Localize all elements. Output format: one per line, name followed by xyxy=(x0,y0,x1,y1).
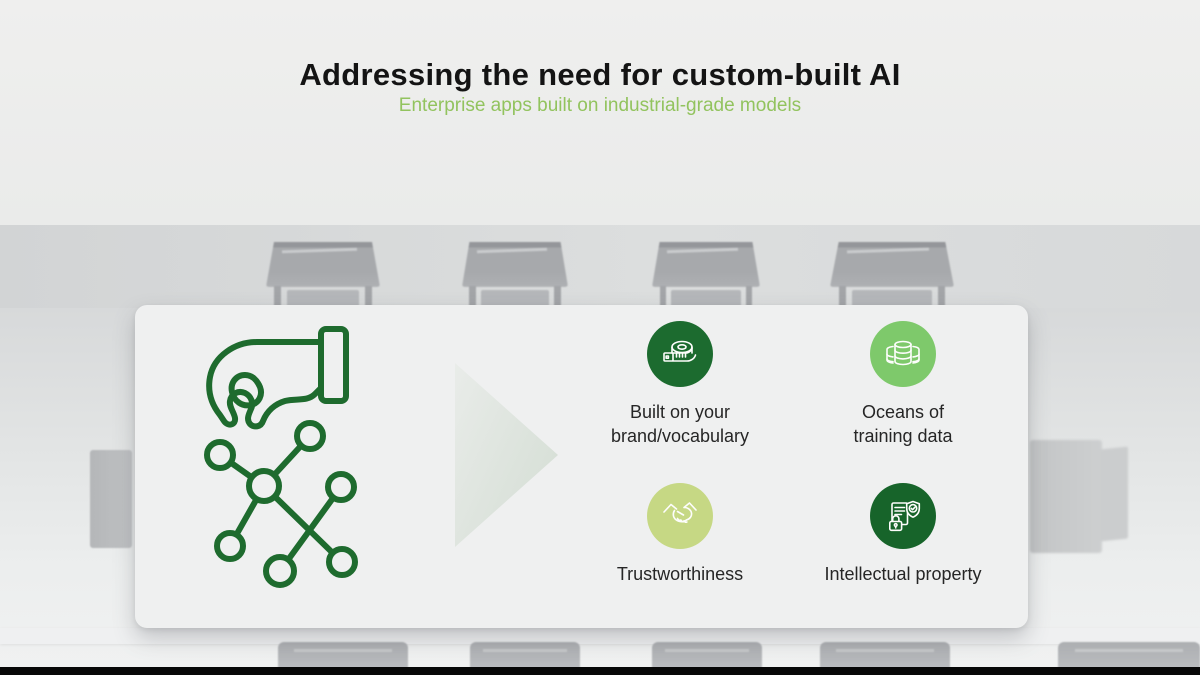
feature-icon-circle xyxy=(647,483,713,549)
chair-leg xyxy=(745,285,753,308)
hand-outline xyxy=(206,339,324,430)
table-front-edge xyxy=(0,628,1200,644)
chair-back xyxy=(830,242,954,287)
chair-leg xyxy=(365,285,373,308)
chair-seat xyxy=(671,289,741,308)
chair-silhouette xyxy=(820,642,950,668)
feature-label: Oceans of training data xyxy=(853,402,953,447)
right-arrow xyxy=(455,363,558,547)
chair-silhouette xyxy=(266,242,380,308)
content-card: Built on your brand/vocabulary xyxy=(135,305,1028,628)
chair-seat xyxy=(286,289,360,308)
feature-training-data: Oceans of training data xyxy=(788,321,1018,449)
feature-label: Intellectual property xyxy=(824,564,982,584)
feature-intellectual-property: Intellectual property xyxy=(788,483,1018,586)
chair-leg xyxy=(659,285,667,308)
chair-seat xyxy=(481,289,549,308)
slide-title: Addressing the need for custom-built AI xyxy=(299,57,901,92)
chair-seat xyxy=(852,289,932,308)
chair-silhouette xyxy=(830,242,954,308)
chair-back xyxy=(266,242,380,287)
chair-silhouette xyxy=(652,642,762,668)
handshake-icon xyxy=(663,502,697,524)
feature-icon-circle xyxy=(870,483,936,549)
document-shield-lock-icon xyxy=(889,500,921,532)
hand-network-illustration xyxy=(204,326,358,588)
chair-silhouette xyxy=(90,450,132,548)
feature-icon-circle xyxy=(647,321,713,387)
chair-silhouette xyxy=(1030,440,1102,553)
header-band xyxy=(0,0,1200,225)
chair-leg xyxy=(838,285,847,308)
chair-leg xyxy=(937,285,946,308)
cuff-shape xyxy=(318,326,349,404)
chair-silhouette xyxy=(470,642,580,668)
curled-fingers-cutout xyxy=(228,372,264,409)
feature-trustworthiness: Trustworthiness xyxy=(565,483,795,586)
chair-silhouette xyxy=(278,642,408,668)
chair-leg xyxy=(554,285,561,308)
feature-label: Trustworthiness xyxy=(616,564,744,584)
chair-leg xyxy=(469,285,476,308)
letterbox-bar xyxy=(0,667,1200,675)
network-nodes xyxy=(204,420,358,588)
feature-label: Built on your brand/vocabulary xyxy=(610,402,750,447)
feature-icon-circle xyxy=(870,321,936,387)
chair-silhouette xyxy=(462,242,568,308)
chair-silhouette xyxy=(1058,642,1200,668)
chair-back xyxy=(652,242,760,287)
chair-leg xyxy=(273,285,281,308)
chair-back xyxy=(462,242,568,287)
database-icon xyxy=(886,340,920,366)
slide-subtitle: Enterprise apps built on industrial-grad… xyxy=(398,95,802,116)
feature-built-on-brand: Built on your brand/vocabulary xyxy=(565,321,795,449)
conference-room-wall xyxy=(0,225,1200,315)
measuring-tape-icon xyxy=(663,340,697,362)
chair-silhouette xyxy=(652,242,760,308)
